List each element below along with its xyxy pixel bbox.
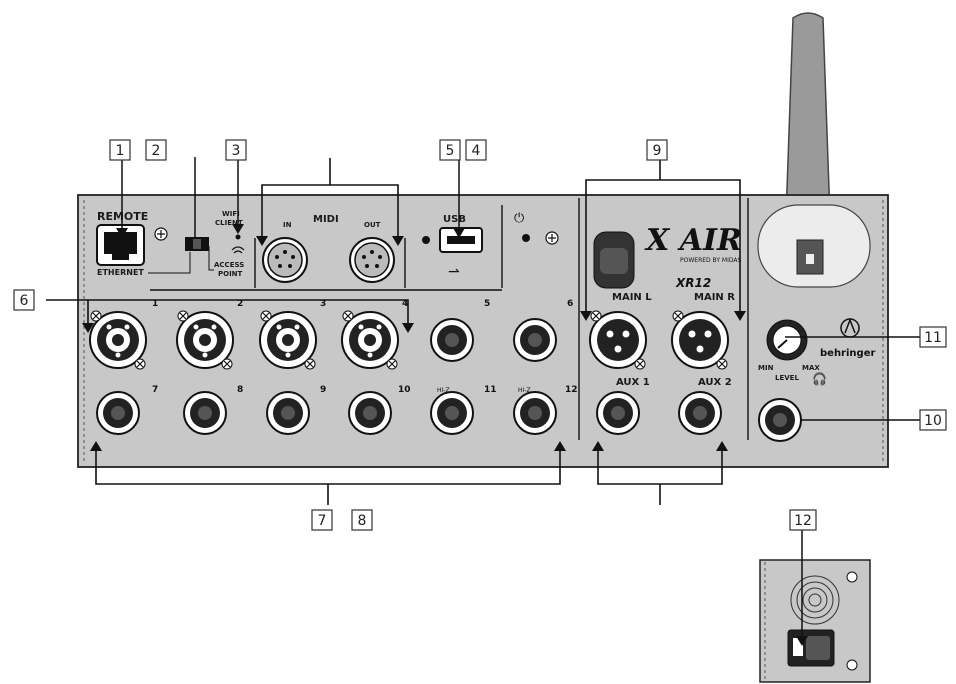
wifi-led <box>235 234 241 240</box>
callout-3: 3 <box>225 139 247 161</box>
hi-z-label: HI-Z <box>437 387 450 394</box>
combo-input-3 <box>259 311 317 369</box>
min-label: MIN <box>758 364 774 372</box>
jack-input-5 <box>430 318 474 362</box>
main-out-bracket <box>585 179 741 315</box>
callout-number: 5 <box>446 143 455 159</box>
callout-8: 8 <box>351 509 373 531</box>
powered-by-label: POWERED BY MIDAS <box>680 257 741 264</box>
callout-number: 12 <box>794 513 812 529</box>
callout-9: 9 <box>646 139 668 161</box>
xair-logo: X AIR <box>644 223 742 258</box>
channel-number-12: 12 <box>565 385 578 395</box>
headphones-icon: 🎧 <box>812 372 827 386</box>
client-label: CLIENT <box>215 219 243 227</box>
jack-input-7 <box>96 391 140 435</box>
callout-number: 8 <box>358 513 367 529</box>
channel-number-11: 11 <box>484 385 497 395</box>
combo-bracket <box>87 299 409 327</box>
main-l-label: MAIN L <box>612 292 652 303</box>
callout-4: 4 <box>465 139 487 161</box>
callout-number: 6 <box>20 293 29 309</box>
callout-7: 7 <box>311 509 333 531</box>
level-label: LEVEL <box>775 374 799 382</box>
ethernet-label: ETHERNET <box>97 268 144 277</box>
main-r-label: MAIN R <box>694 292 735 303</box>
wifi-icon <box>231 246 245 254</box>
callout-5: 5 <box>439 139 461 161</box>
aux2-label: AUX 2 <box>698 377 732 388</box>
midi-in-port <box>262 237 308 283</box>
callout-12: 12 <box>789 509 817 531</box>
behringer-label: behringer <box>820 348 875 359</box>
jack-input-12 <box>513 391 557 435</box>
channel-number-3: 3 <box>320 299 326 309</box>
channel-number-8: 8 <box>237 385 243 395</box>
power-led <box>522 234 530 242</box>
aux1-label: AUX 1 <box>616 377 650 388</box>
point-label: POINT <box>218 270 243 278</box>
channel-number-10: 10 <box>398 385 411 395</box>
max-label: MAX <box>802 364 820 372</box>
aux2-output <box>678 391 722 435</box>
channel-number-5: 5 <box>484 299 490 309</box>
wifi-label: WIFI <box>222 210 240 218</box>
usb-led <box>422 236 430 244</box>
combo-input-1 <box>89 311 147 369</box>
channel-number-4: 4 <box>402 299 408 309</box>
midi-out-port <box>349 237 395 283</box>
midi-in-label: IN <box>283 221 292 229</box>
aux1-output <box>596 391 640 435</box>
callout-10: 10 <box>919 409 947 431</box>
callout-number: 2 <box>152 143 161 159</box>
phones-level-knob <box>766 319 808 361</box>
headphones-jack <box>758 398 802 442</box>
callout-number: 7 <box>318 513 327 529</box>
midi-out-label: OUT <box>364 221 381 229</box>
callout-6: 6 <box>13 289 35 311</box>
power-icon: ⏻ <box>514 211 524 226</box>
callout-number: 3 <box>232 143 241 159</box>
usb-icon: ⇀ <box>448 264 460 280</box>
callout-number: 11 <box>924 330 942 346</box>
jack-input-10 <box>348 391 392 435</box>
callout-number: 1 <box>116 143 125 159</box>
combo-input-2 <box>176 311 234 369</box>
main-r-xlr-output <box>671 311 729 369</box>
channel-number-1: 1 <box>152 299 158 309</box>
jack-input-9 <box>266 391 310 435</box>
callout-number: 9 <box>653 143 662 159</box>
callout-2: 2 <box>145 139 167 161</box>
channel-number-2: 2 <box>237 299 243 309</box>
jack-input-8 <box>183 391 227 435</box>
hi-z-label: HI-Z <box>518 387 531 394</box>
channel-number-6: 6 <box>567 299 573 309</box>
channel-number-7: 7 <box>152 385 158 395</box>
callout-number: 10 <box>924 413 942 429</box>
usb-label: USB <box>443 214 466 225</box>
channel-number-9: 9 <box>320 385 326 395</box>
main-l-xlr-output <box>589 311 647 369</box>
power-supply-module <box>759 559 871 683</box>
jack-input-11 <box>430 391 474 435</box>
midi-label: MIDI <box>313 214 339 225</box>
callout-number: 4 <box>472 143 481 159</box>
combo-input-4 <box>341 311 399 369</box>
access-label: ACCESS <box>214 261 244 269</box>
jack-input-6 <box>513 318 557 362</box>
callout-1: 1 <box>109 139 131 161</box>
model-label: XR12 <box>675 276 711 290</box>
callout-11: 11 <box>919 326 947 348</box>
